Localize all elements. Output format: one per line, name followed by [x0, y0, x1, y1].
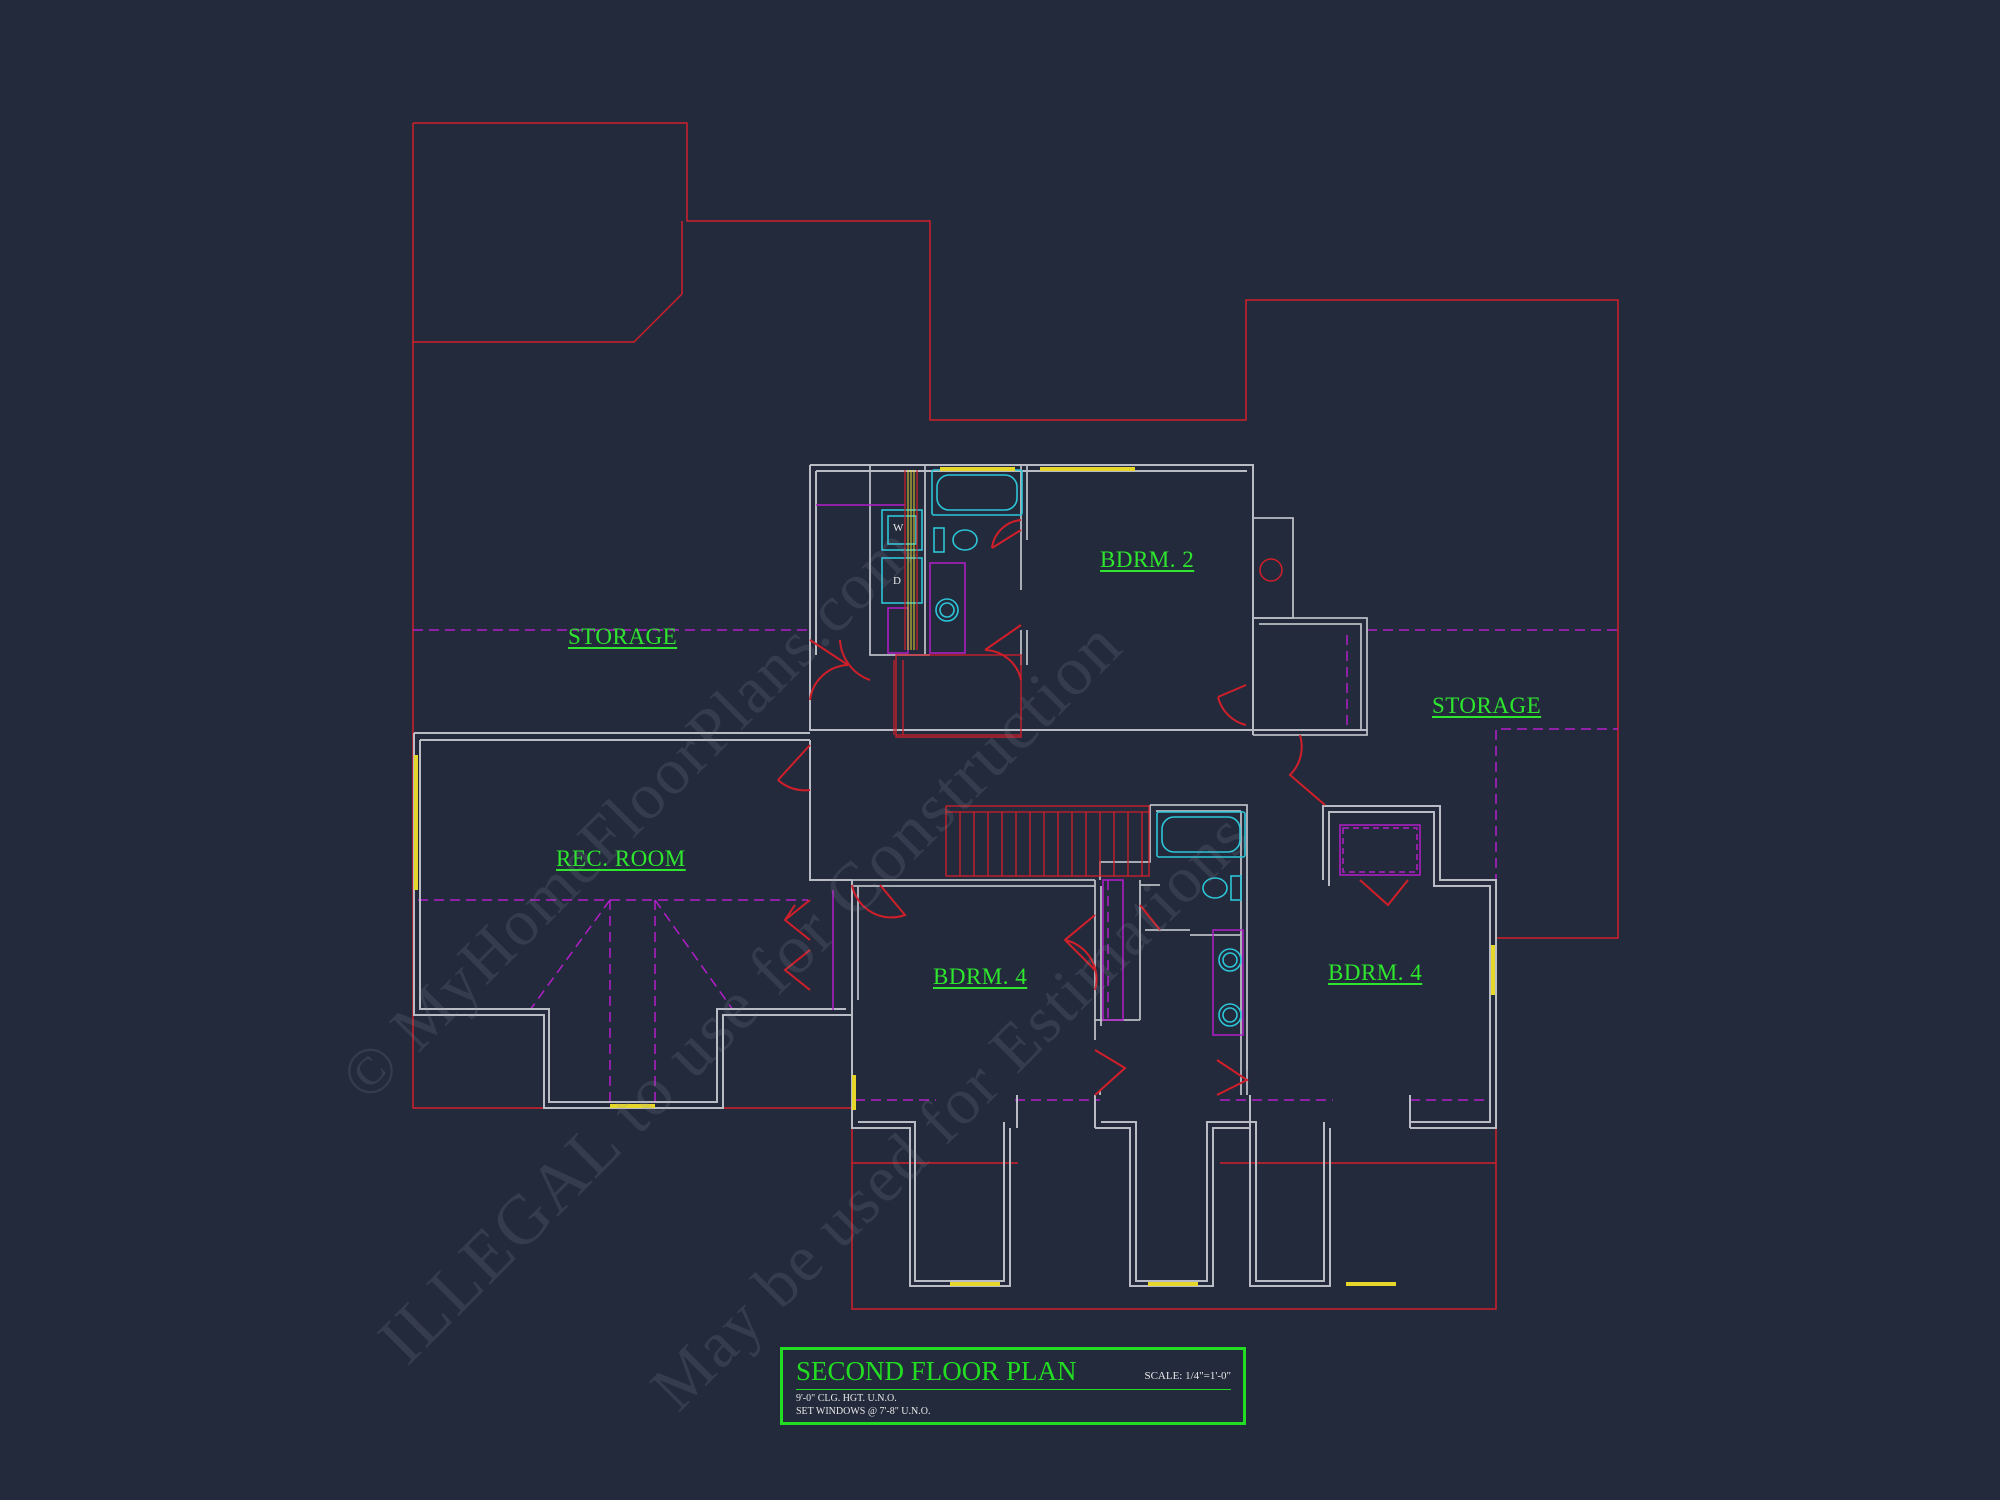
- storage-right-label: STORAGE: [1432, 693, 1542, 718]
- window-height-note: SET WINDOWS @ 7'-8" U.N.O.: [796, 1406, 931, 1417]
- doors: [777, 519, 1409, 1096]
- cabinets: [816, 504, 1421, 1036]
- fixtures: [881, 469, 1246, 1027]
- ceiling-height-note: 9'-0" CLG. HGT. U.N.O.: [796, 1393, 897, 1404]
- bedroom-2-label: BDRM. 2: [1100, 547, 1195, 572]
- title-underline: [796, 1389, 1231, 1390]
- title-block: SECOND FLOOR PLAN SCALE: 1/4"=1'-0" 9'-0…: [780, 1347, 1246, 1425]
- vent-lines: [907, 470, 915, 650]
- dashed-lines: [413, 629, 1618, 1105]
- rec-room-label: REC. ROOM: [556, 846, 686, 871]
- storage-left-label: STORAGE: [568, 624, 678, 649]
- water-heater: [1259, 558, 1283, 582]
- bedroom-4-right-label: BDRM. 4: [1328, 960, 1423, 985]
- bedroom-4-left-label: BDRM. 4: [933, 964, 1028, 989]
- plan-title: SECOND FLOOR PLAN: [796, 1356, 1077, 1386]
- pipe-lines: [893, 470, 918, 735]
- stairs: [895, 654, 1150, 877]
- scale-label: SCALE: 1/4"=1'-0": [1144, 1370, 1231, 1382]
- dryer-label: D: [893, 575, 901, 587]
- interior-walls: [852, 465, 1368, 1095]
- windows: [414, 467, 1495, 1286]
- washer-label: W: [893, 522, 904, 534]
